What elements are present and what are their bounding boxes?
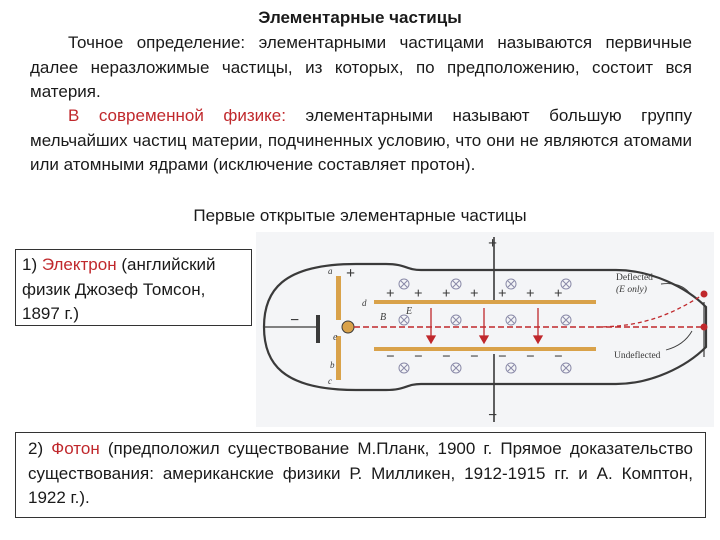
magnetic-field-markers (398, 278, 572, 374)
electron-box: 1) Электрон (английский физик Джозеф Том… (15, 249, 252, 326)
svg-text:+: + (498, 286, 507, 302)
photon-box: 2) Фотон (предположил существование М.Пл… (15, 432, 706, 518)
cathode-minus-label: − (290, 312, 299, 329)
photon-description: (предположил существование М.Планк, 1900… (28, 439, 693, 507)
svg-text:+: + (386, 286, 395, 302)
bottom-minus-label: − (488, 407, 497, 424)
deflected-beam (595, 293, 705, 328)
thomson-tube-svg: + + − e d a c b + + + + + + + − − − − − − − (256, 232, 714, 427)
definition-text: Точное определение: элементарными частиц… (30, 33, 692, 101)
electric-force-arrows (425, 308, 544, 345)
anode-plus-label: + (346, 265, 355, 282)
electron-dot (341, 320, 355, 334)
beam-spot-deflected (700, 290, 708, 298)
electron-description: (английский физик Джозеф Томсон, 1897 г.… (22, 255, 216, 323)
deflection-plate-lower (374, 347, 596, 351)
deflected-pointer (660, 283, 693, 297)
svg-text:−: − (470, 349, 479, 365)
beam-spot-undeflected (700, 323, 708, 331)
svg-text:−: − (554, 349, 563, 365)
anode-plate-lower (336, 336, 341, 380)
modern-physics-paragraph: В современной физике: элементарными назы… (30, 104, 692, 178)
svg-text:−: − (386, 349, 395, 365)
lower-plate-charges: −−−−−−− (386, 349, 563, 365)
svg-text:−: − (442, 349, 451, 365)
svg-text:+: + (526, 286, 535, 302)
section-subtitle: Первые открытые элементарные частицы (193, 206, 527, 225)
svg-text:+: + (414, 286, 423, 302)
label-undeflected: Undeflected (614, 350, 661, 361)
svg-text:+: + (442, 286, 451, 302)
svg-text:−: − (498, 349, 507, 365)
svg-text:−: − (414, 349, 423, 365)
cathode-plate (316, 315, 320, 343)
anode-plate-upper (336, 276, 341, 320)
undeflected-pointer (665, 330, 693, 351)
label-d: d (362, 298, 367, 308)
thomson-tube-diagram: + + − e d a c b + + + + + + + − − − − − − − (256, 232, 714, 427)
top-plus-label: + (488, 235, 497, 252)
electron-name: Электрон (41, 255, 117, 274)
deflection-plate-upper (374, 300, 596, 304)
label-E-field: E (405, 306, 412, 317)
upper-plate-charges: + + + + + + + (386, 286, 563, 302)
photon-name: Фотон (51, 439, 100, 458)
label-a: a (328, 266, 333, 276)
label-B-field: B (380, 312, 386, 323)
svg-text:+: + (470, 286, 479, 302)
modern-physics-text: элементарными называют большую группу ме… (30, 106, 692, 174)
electron-label: e (333, 332, 338, 343)
page-title: Элементарные частицы (258, 8, 462, 27)
electron-number: 1) (22, 255, 38, 274)
svg-text:+: + (554, 286, 563, 302)
svg-text:−: − (526, 349, 535, 365)
label-deflected: Deflected (616, 272, 653, 283)
label-e-only: (E only) (616, 284, 647, 295)
definition-paragraph: Точное определение: элементарными частиц… (30, 31, 692, 105)
photon-number: 2) (28, 439, 44, 458)
diagram-background (256, 232, 714, 427)
modern-physics-lead: В современной физике: (68, 106, 286, 125)
label-b: b (330, 360, 335, 370)
label-c: c (328, 376, 332, 386)
